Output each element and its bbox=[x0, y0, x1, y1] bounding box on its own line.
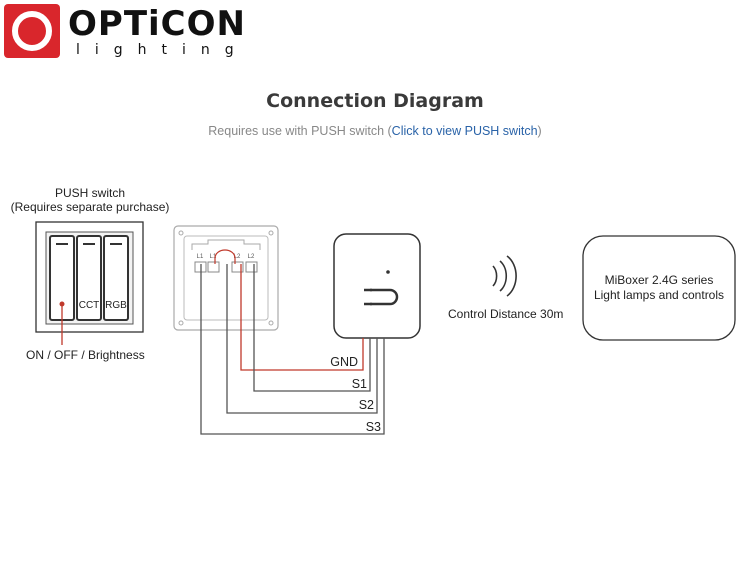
brand-tagline: lighting bbox=[76, 42, 249, 58]
wall-panel: L1 L1 L2 L2 bbox=[173, 225, 279, 331]
wiring bbox=[200, 249, 385, 435]
subtitle-prefix: Requires use with PUSH switch ( bbox=[208, 124, 392, 138]
receiver-module-icon bbox=[333, 233, 421, 339]
wire-label-gnd: GND bbox=[330, 355, 358, 369]
push-switch: CCT RGB bbox=[35, 221, 144, 345]
rgb-button[interactable] bbox=[103, 235, 129, 321]
terminal-label: L1 bbox=[210, 254, 217, 260]
brand-name: OPTiCON bbox=[68, 4, 246, 44]
terminal-label: L1 bbox=[197, 254, 204, 260]
control-distance-label: Control Distance 30m bbox=[448, 307, 564, 321]
s2-wire bbox=[226, 264, 378, 414]
brand-logo: OPTiCON lighting bbox=[4, 2, 246, 60]
push-switch-note: (Requires separate purchase) bbox=[10, 200, 170, 214]
push-switch-title: PUSH switch bbox=[54, 186, 125, 200]
wire-label-s3: S3 bbox=[366, 420, 381, 434]
s1-wire bbox=[253, 264, 371, 392]
cct-button[interactable] bbox=[76, 235, 102, 321]
page-subtitle: Requires use with PUSH switch (Click to … bbox=[0, 124, 750, 138]
subtitle-suffix: ) bbox=[537, 124, 542, 138]
wire-label-s2: S2 bbox=[359, 398, 374, 412]
miboxer-line-2: Light lamps and controls bbox=[593, 288, 725, 302]
wire-label-s1: S1 bbox=[352, 377, 367, 391]
miboxer-line-1: MiBoxer 2.4G series bbox=[604, 273, 714, 287]
terminal-label: L2 bbox=[248, 254, 255, 260]
page-title: Connection Diagram bbox=[266, 90, 484, 112]
signal-waves-icon bbox=[492, 255, 517, 297]
s3-wire bbox=[200, 264, 385, 435]
cct-button-label: CCT bbox=[79, 300, 100, 311]
miboxer-box bbox=[582, 235, 736, 341]
gnd-wire bbox=[240, 264, 364, 371]
rgb-button-label: RGB bbox=[105, 300, 127, 311]
logo-ring-icon bbox=[4, 4, 60, 58]
push-switch-caption: ON / OFF / Brightness bbox=[26, 348, 145, 362]
terminal-label: L2 bbox=[234, 254, 241, 260]
push-switch-link[interactable]: Click to view PUSH switch bbox=[391, 124, 538, 138]
